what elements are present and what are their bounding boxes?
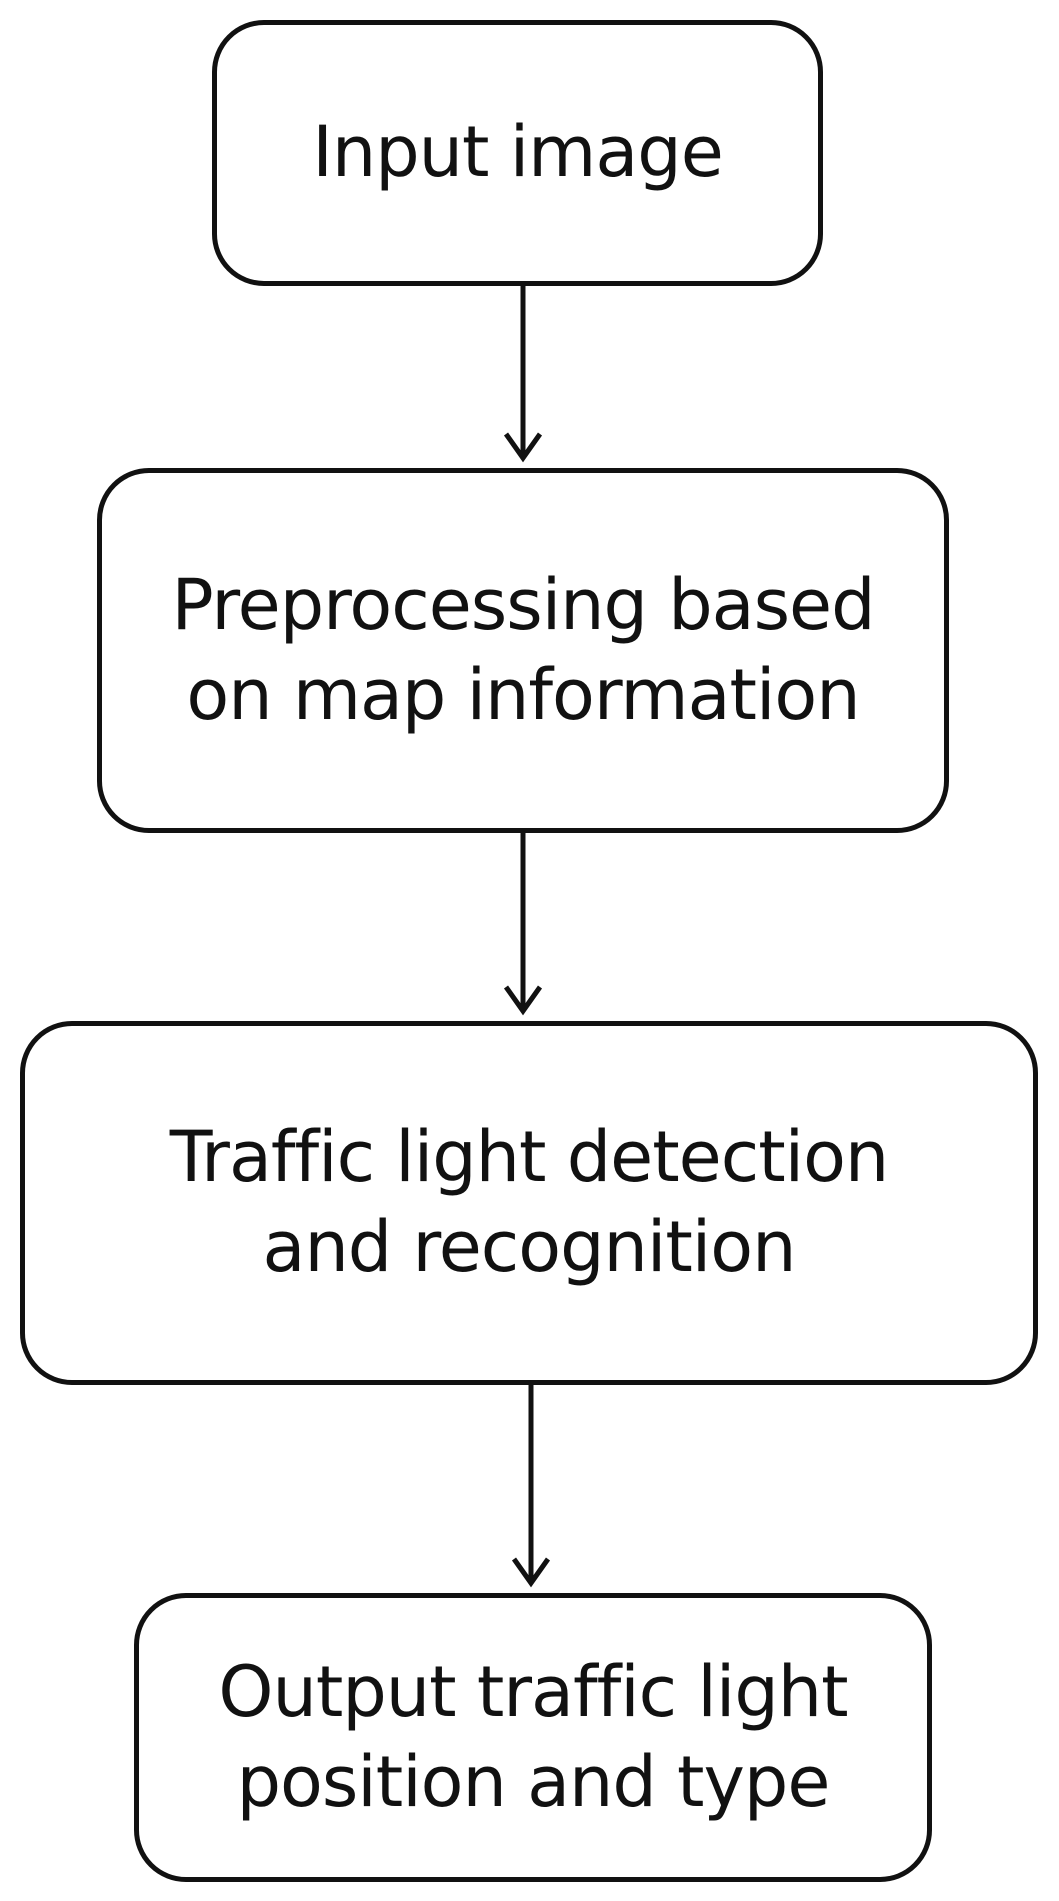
arrow-input-to-preprocessing (503, 286, 543, 463)
step-preprocessing-line-1: Preprocessing based (171, 563, 875, 646)
arrow-preprocessing-to-detection (503, 833, 543, 1016)
arrow-detection-to-output (511, 1385, 551, 1588)
step-output-line-2: position and type (236, 1740, 831, 1823)
step-output: Output traffic light position and type (134, 1593, 932, 1882)
step-output-line-1: Output traffic light (218, 1650, 848, 1733)
step-detection-line-2: and recognition (262, 1206, 797, 1288)
step-preprocessing-line-2: on map information (186, 653, 860, 736)
step-input-image-line-1: Input image (312, 111, 724, 194)
step-preprocessing: Preprocessing based on map information (97, 468, 949, 833)
step-input-image: Input image (212, 20, 823, 286)
step-detection-recognition: Traffic light detection and recognition (20, 1021, 1038, 1385)
step-detection-line-1: Traffic light detection (169, 1116, 890, 1199)
